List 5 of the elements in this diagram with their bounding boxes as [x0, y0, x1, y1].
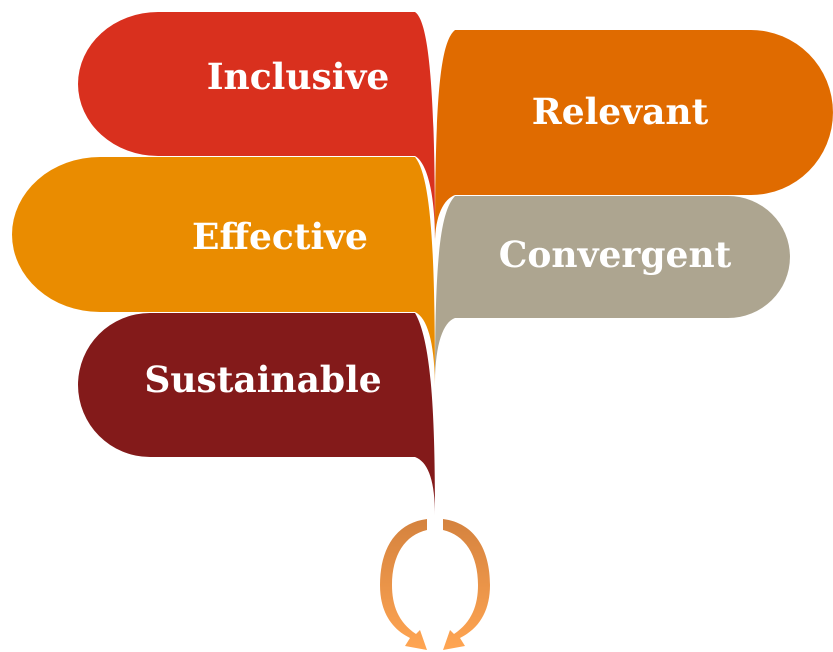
- shape-label: Relevant: [532, 91, 708, 133]
- shape-label: Convergent: [498, 234, 732, 276]
- shape-label: Effective: [192, 216, 368, 258]
- shape-label: Inclusive: [206, 56, 390, 98]
- shape-label: Sustainable: [144, 359, 382, 401]
